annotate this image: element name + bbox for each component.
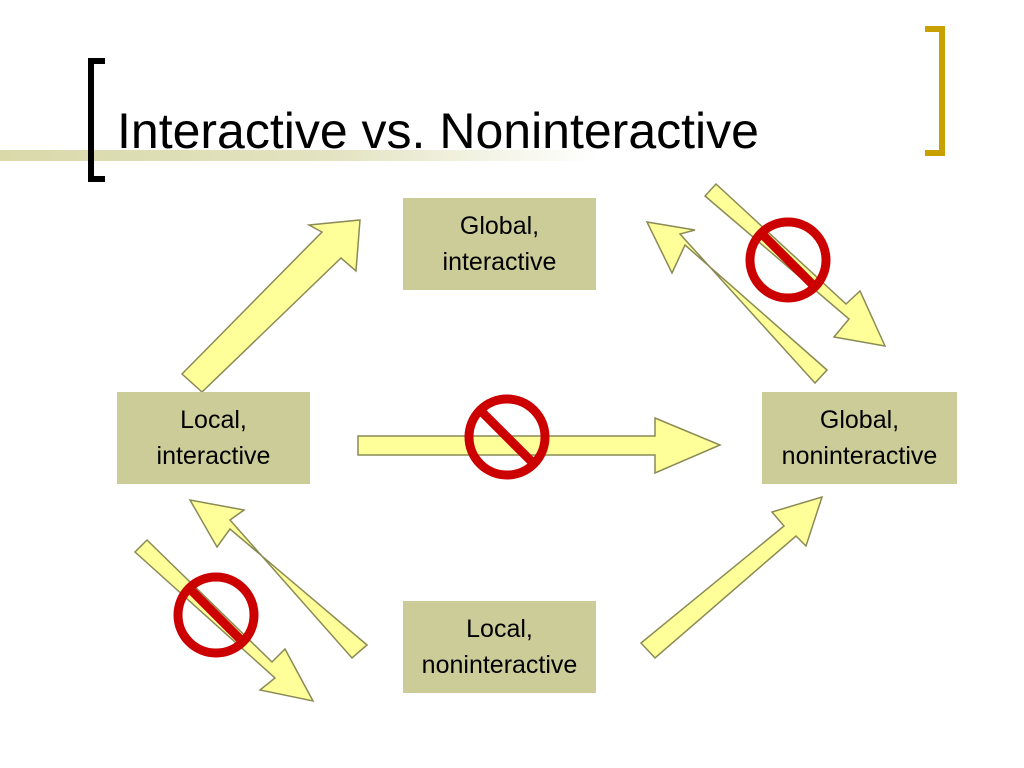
arrow-local-interactive-to-global-interactive: [180, 219, 361, 394]
slide-title: Interactive vs. Noninteractive: [117, 103, 759, 159]
arrow-global-noninteractive-to-global-interactive: [645, 221, 829, 385]
node-global-interactive: Global, interactive: [403, 198, 596, 290]
node-label-line-1: Local,: [466, 615, 533, 643]
node-label-line-2: interactive: [156, 442, 271, 470]
node-label-line-2: noninteractive: [781, 442, 938, 470]
no-entry-icon: [745, 217, 831, 303]
node-local-noninteractive: Local, noninteractive: [403, 601, 596, 693]
node-label-line-2: interactive: [442, 248, 557, 276]
node-label-line-1: Local,: [180, 406, 247, 434]
no-entry-icon: [173, 572, 259, 658]
arrow-local-noninteractive-to-global-noninteractive: [639, 495, 824, 660]
node-label-line-1: Global,: [819, 406, 900, 434]
no-entry-icon: [464, 394, 550, 480]
arrow-local-noninteractive-to-local-interactive: [188, 498, 369, 660]
node-global-noninteractive: Global, noninteractive: [762, 392, 957, 484]
node-label-line-1: Global,: [459, 212, 540, 240]
node-label-line-2: noninteractive: [421, 651, 578, 679]
title-rule: [0, 150, 600, 161]
node-local-interactive: Local, interactive: [117, 392, 310, 484]
arrow-local-interactive-to-global-noninteractive: [357, 416, 722, 475]
left-bracket-decoration: [88, 58, 105, 182]
right-bracket-decoration: [925, 26, 945, 156]
